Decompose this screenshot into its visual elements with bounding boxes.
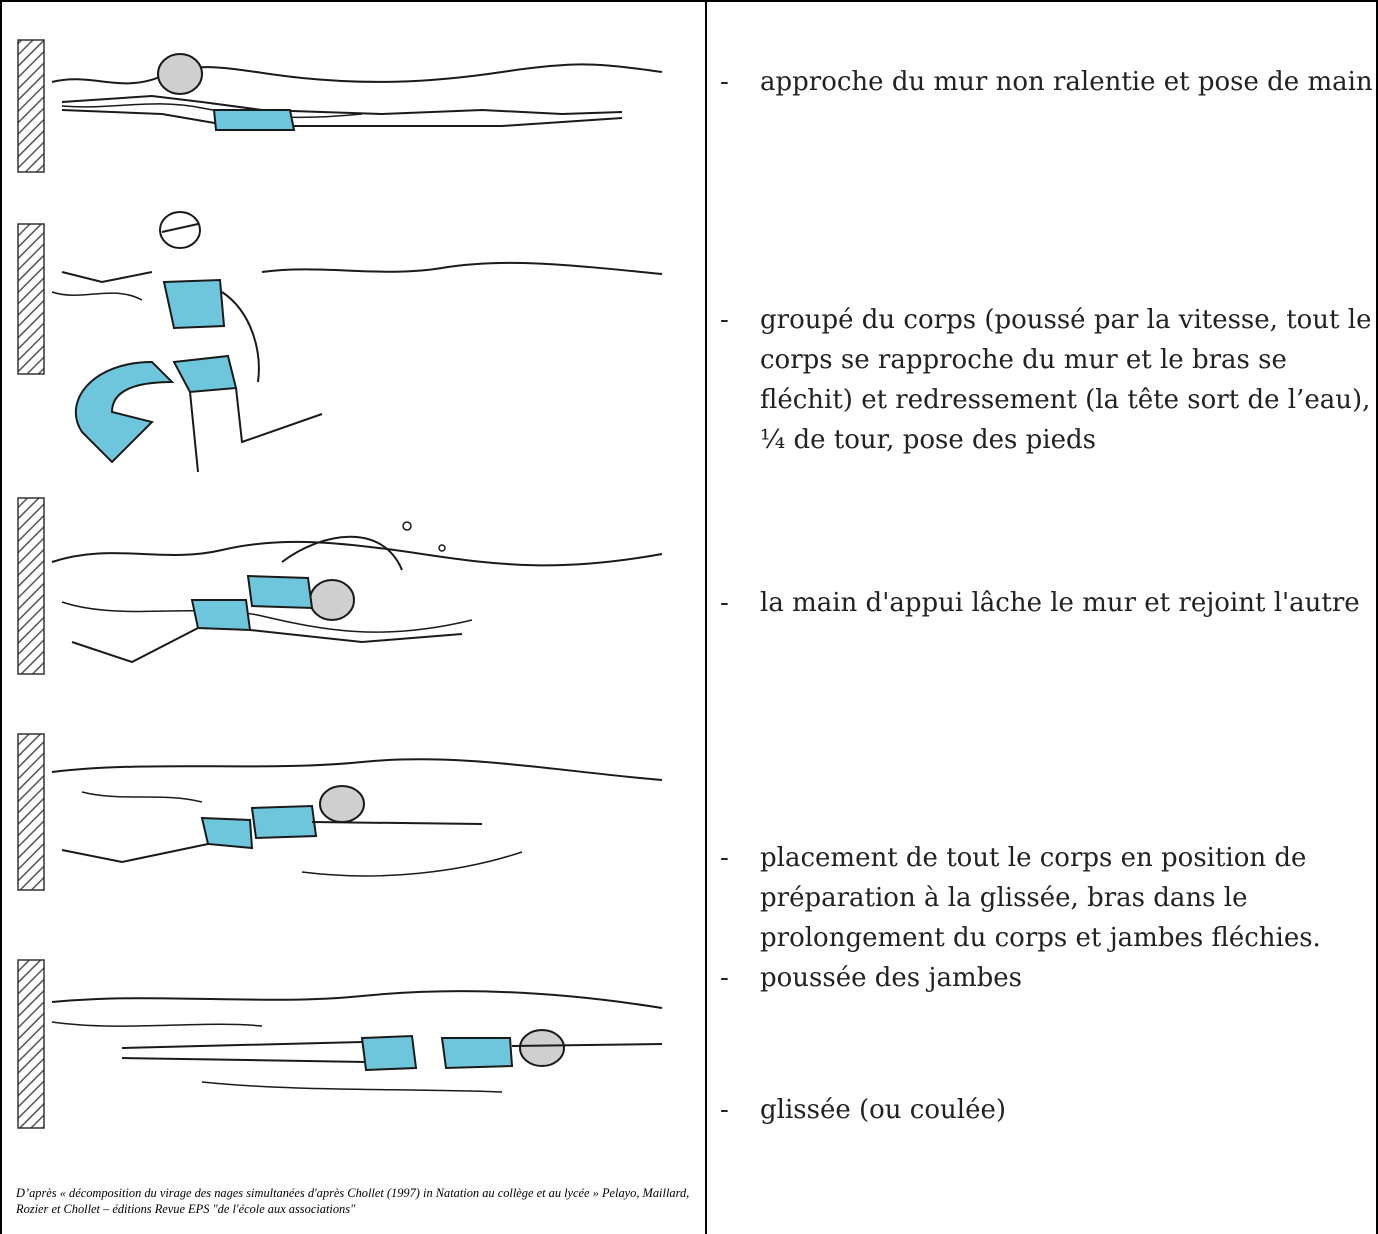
table-column-divider <box>705 0 707 1234</box>
step-text: placement de tout le corps en position d… <box>760 838 1378 958</box>
swimsuit-illustration <box>174 356 236 392</box>
list-dash: - <box>720 583 729 623</box>
step-text: approche du mur non ralentie et pose de … <box>760 62 1378 102</box>
rotation-arrow-icon <box>76 362 172 462</box>
swimsuit-illustration <box>442 1038 512 1068</box>
list-dash: - <box>720 300 729 340</box>
turn-illustrations <box>2 2 705 1234</box>
swimsuit-illustration <box>202 818 252 848</box>
step-text: glissée (ou coulée) <box>760 1090 1378 1130</box>
figure-grouping <box>18 212 662 472</box>
step-text: la main d'appui lâche le mur et rejoint … <box>760 583 1378 623</box>
figure-glide <box>18 960 662 1128</box>
source-caption: D’après « décomposition du virage des na… <box>16 1185 706 1217</box>
step-text: poussée des jambes <box>760 958 1378 998</box>
swimsuit-illustration <box>214 110 294 130</box>
swimsuit-illustration <box>252 806 316 838</box>
swim-cap-illustration <box>158 54 202 94</box>
list-dash: - <box>720 838 729 878</box>
wall-illustration <box>18 734 44 890</box>
swimsuit-illustration <box>362 1036 416 1070</box>
swimsuit-illustration <box>248 576 312 608</box>
figure-preparation <box>18 734 662 890</box>
wall-illustration <box>18 224 44 374</box>
figure-approach <box>18 40 662 172</box>
wall-illustration <box>18 40 44 172</box>
list-dash: - <box>720 1090 729 1130</box>
figure-hand-release <box>18 498 662 674</box>
list-dash: - <box>720 958 729 998</box>
swimsuit-illustration <box>192 600 250 630</box>
step-text: groupé du corps (poussé par la vitesse, … <box>760 300 1378 460</box>
swimsuit-illustration <box>164 280 224 328</box>
wall-illustration <box>18 960 44 1128</box>
list-dash: - <box>720 62 729 102</box>
wall-illustration <box>18 498 44 674</box>
